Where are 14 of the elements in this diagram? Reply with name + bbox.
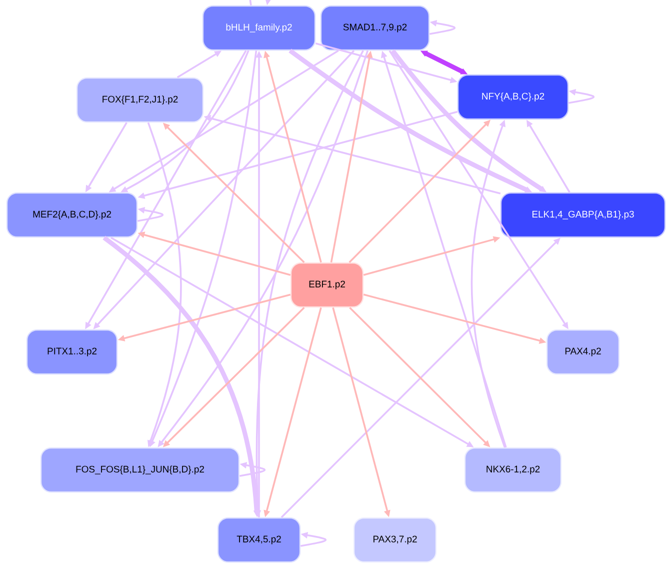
node-box: PITX1..3.p2 — [26, 329, 118, 375]
node-box: ELK1,4_GABP{A,B1}.p3 — [500, 192, 666, 238]
node-box: EBF1.p2 — [290, 262, 364, 308]
node-box: MEF2{A,B,C,D}.p2 — [6, 192, 138, 238]
node-box: NFY{A,B,C}.p2 — [457, 74, 569, 120]
node-box: bHLH_family.p2 — [202, 5, 316, 51]
node-box: SMAD1..7,9.p2 — [320, 5, 430, 51]
node-box: TBX4,5.p2 — [217, 517, 301, 563]
loop-arrow — [248, 0, 272, 6]
node-box: NKX6-1,2.p2 — [464, 447, 562, 493]
node-box: FOS_FOS{B,L1}_JUN{B,D}.p2 — [40, 447, 240, 493]
node-box: FOX{F1,F2,J1}.p2 — [76, 77, 204, 123]
node-box: PAX4.p2 — [546, 329, 620, 375]
node-box: PAX3,7.p2 — [353, 517, 437, 563]
